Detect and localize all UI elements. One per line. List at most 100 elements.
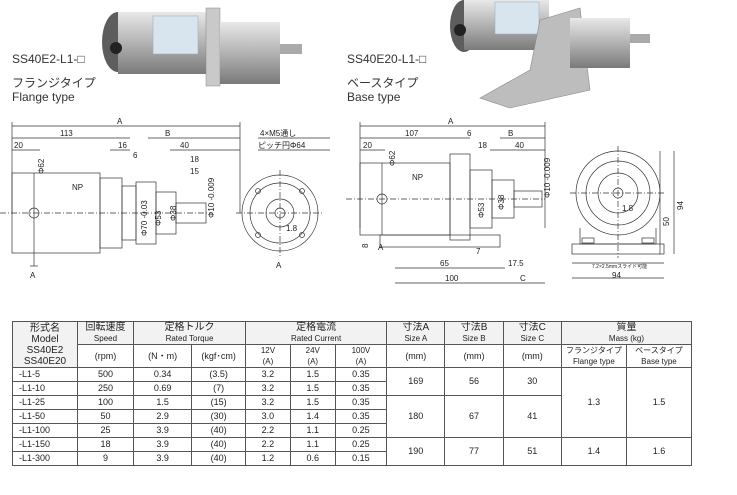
unit-12v-a: (A) xyxy=(262,357,274,366)
flange-type-en: Flange type xyxy=(12,90,75,104)
group-size-a: 169 xyxy=(386,367,446,396)
row-model: -L1-10 xyxy=(12,381,78,396)
row-12v: 3.0 xyxy=(245,409,291,424)
row-model: -L1-100 xyxy=(12,423,78,438)
table-header-row-2: (rpm) (N・m) (kgf･cm) 12V(A) 24V(A) 100V(… xyxy=(13,344,693,368)
dim-phi70: Φ70 -0.03 xyxy=(140,200,149,236)
unit-100v-label: 100V xyxy=(351,346,371,355)
dim-1-8-left: 1.8 xyxy=(286,224,298,233)
unit-100v: 100V(A) xyxy=(334,344,388,368)
dim-18-left: 18 xyxy=(190,155,199,164)
mass-flange-jp: フランジタイプ xyxy=(566,346,622,355)
unit-mm-c: (mm) xyxy=(502,344,562,368)
table-row: -L1-10 250 0.69 (7) 3.2 1.5 0.35 xyxy=(12,381,692,396)
header-model-sub1: SS40E2 xyxy=(26,344,64,356)
base-type-en: Base type xyxy=(347,90,401,104)
table-row: -L1-150 18 3.9 (40) 2.2 1.1 0.25 190 77 … xyxy=(12,437,693,466)
row-12v: 3.2 xyxy=(245,395,291,410)
group-size-b: 77 xyxy=(444,437,504,466)
dim-94-side: 94 xyxy=(676,201,685,210)
dim-c: C xyxy=(520,274,526,283)
dim-8: 8 xyxy=(361,243,370,248)
flange-front-texts: 4×M5通し ピッチ円Φ64 1.8 A xyxy=(258,128,306,270)
header-torque: 定格トルク Rated Torque xyxy=(132,321,247,345)
base-type-code: SS40E20-L1-□ xyxy=(347,52,427,66)
group-size-a: 190 xyxy=(386,437,446,466)
base-side-view xyxy=(346,122,546,284)
row-kgf: (3.5) xyxy=(191,367,247,382)
row-24v: 1.5 xyxy=(289,395,336,410)
slot-note: 7.2×2.5mmスライド可能 xyxy=(592,263,647,270)
group-size-b: 67 xyxy=(444,395,504,438)
row-kgf: (15) xyxy=(191,395,247,410)
unit-12v: 12V (A) xyxy=(245,344,291,368)
table-row: -L1-300 9 3.9 (40) 1.2 0.6 0.15 xyxy=(12,451,692,466)
row-nm: 1.5 xyxy=(132,395,193,410)
header-speed: 回転速度 Speed xyxy=(76,321,135,345)
flange-type-label: SS40E2-L1-□ フランジタイプ Flange type xyxy=(12,52,96,104)
screw-note: 4×M5通し xyxy=(260,128,296,138)
row-model: -L1-50 xyxy=(12,409,78,424)
row-24v: 1.5 xyxy=(289,367,336,382)
row-100v: 0.25 xyxy=(334,437,388,452)
dim-phi62-right: Φ62 xyxy=(388,150,397,166)
row-100v: 0.35 xyxy=(334,409,388,424)
row-100v: 0.35 xyxy=(334,395,388,410)
spec-table: 形式名 Model SS40E2 SS40E20 回転速度 Speed 定格トル… xyxy=(12,321,693,466)
dim-phi38-right: Φ38 xyxy=(497,194,506,210)
row-24v: 1.1 xyxy=(289,423,336,438)
unit-12v-label: 12V xyxy=(260,346,276,355)
header-mass: 質量 Mass (kg) xyxy=(560,321,693,345)
flange-type-motor-photo xyxy=(102,7,302,87)
group-size-b: 56 xyxy=(444,367,504,396)
dim-50: 50 xyxy=(662,217,671,226)
mass-flange-en: Flange type xyxy=(573,357,615,366)
dimension-drawings: A 113 B 20 16 6 40 18 15 Φ62 NP Φ70 -0.0… xyxy=(0,118,685,284)
group-size-c: 41 xyxy=(502,395,562,438)
header-model-jp: 形式名 xyxy=(29,322,60,334)
header-model-sub2: SS40E20 xyxy=(23,355,67,367)
mass-base-group-2: 1.6 xyxy=(625,437,693,466)
header-torque-en: Rated Torque xyxy=(165,334,214,343)
dim-phi10-left: Φ10 -0.009 xyxy=(207,177,216,218)
group-size-a: 180 xyxy=(386,395,446,438)
header-speed-jp: 回転速度 xyxy=(85,322,126,333)
row-nm: 2.9 xyxy=(132,409,193,424)
unit-24v-a: (A) xyxy=(307,357,319,366)
row-nm: 3.9 xyxy=(132,451,193,466)
row-12v: 2.2 xyxy=(245,437,291,452)
header-mass-jp: 質量 xyxy=(616,322,637,333)
dim-15: 15 xyxy=(190,167,199,176)
row-100v: 0.15 xyxy=(334,451,388,466)
section-a-front-left: A xyxy=(276,261,282,270)
row-rpm: 18 xyxy=(76,437,135,452)
dim-phi53-left: Φ53 xyxy=(154,210,163,226)
row-24v: 0.6 xyxy=(289,451,336,466)
dim-phi62-left: Φ62 xyxy=(37,158,46,174)
dim-20-right: 20 xyxy=(363,141,372,150)
row-kgf: (40) xyxy=(191,437,247,452)
dim-40-left: 40 xyxy=(180,141,189,150)
row-model: -L1-150 xyxy=(12,437,78,452)
dim-b-right: B xyxy=(508,129,513,138)
dim-6-right: 6 xyxy=(467,129,472,138)
dim-1-8-right: 1.8 xyxy=(622,204,634,213)
row-kgf: (40) xyxy=(191,423,247,438)
section-a-left: A xyxy=(30,271,36,280)
row-rpm: 50 xyxy=(76,409,135,424)
header-size-a-en: Size A xyxy=(404,334,428,343)
header-size-c-en: Size C xyxy=(520,334,545,343)
dim-100: 100 xyxy=(445,274,459,283)
row-12v: 1.2 xyxy=(245,451,291,466)
base-front-texts: 94 7.2×2.5mmスライド可能 50 94 1.8 xyxy=(592,201,685,280)
mass-base-en: Base type xyxy=(641,357,677,366)
np-mark-left: NP xyxy=(72,183,83,192)
flange-front-view xyxy=(236,137,330,258)
row-rpm: 100 xyxy=(76,395,135,410)
dim-phi38-left: Φ38 xyxy=(169,205,178,221)
row-rpm: 250 xyxy=(76,381,135,396)
unit-nm: (N・m) xyxy=(132,344,193,368)
dim-6-left: 6 xyxy=(133,151,138,160)
header-mass-flange: フランジタイプ Flange type xyxy=(560,344,627,368)
